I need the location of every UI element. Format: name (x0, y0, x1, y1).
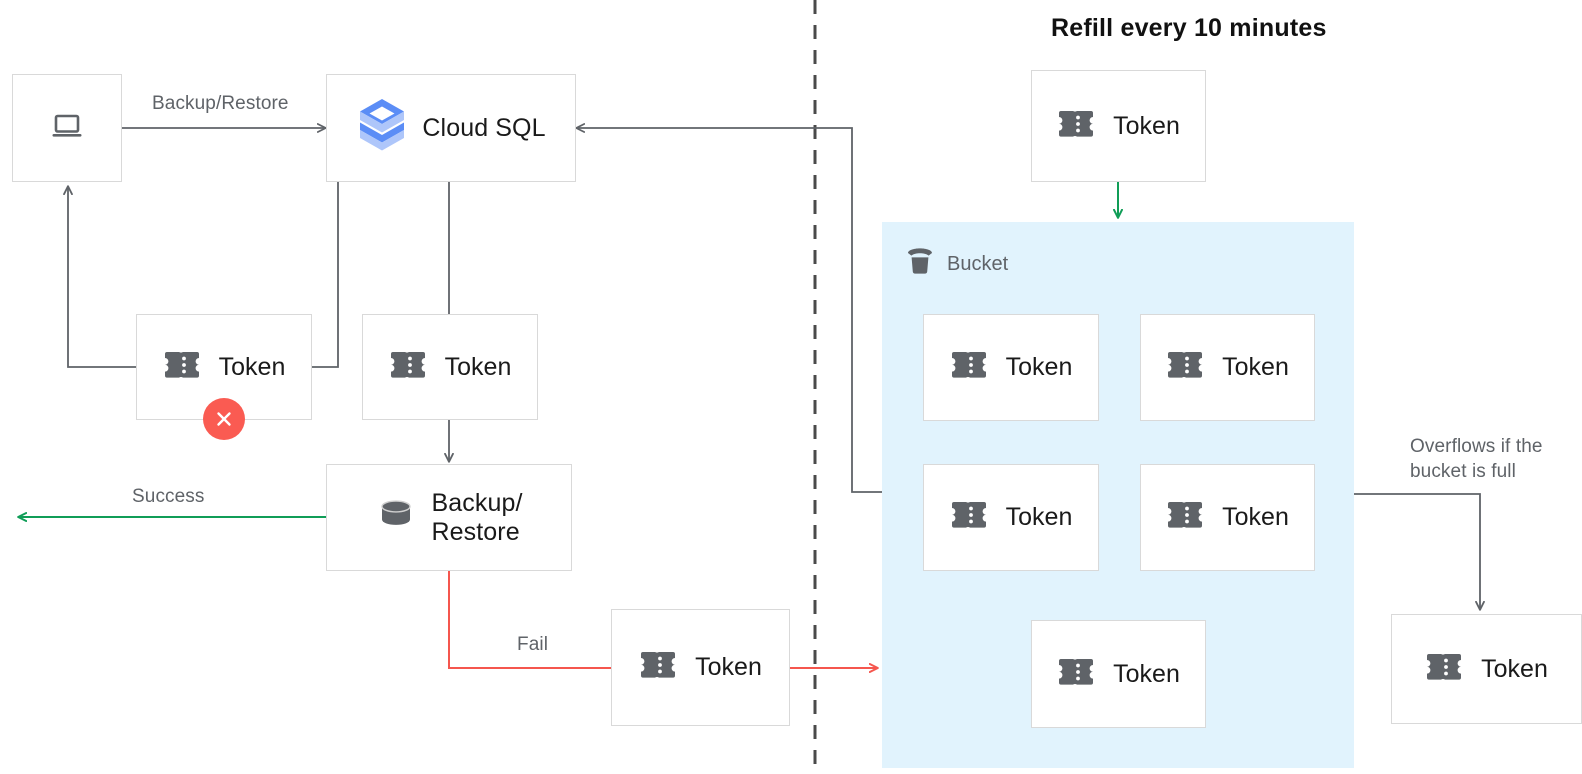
bucket-token-5[interactable]: Token (1031, 620, 1206, 728)
node-backup-restore-label: Backup/ Restore (431, 488, 523, 546)
token-icon (163, 348, 205, 387)
node-client[interactable] (12, 74, 122, 182)
node-token-consumed-label: Token (444, 352, 512, 381)
bucket-token-4[interactable]: Token (1140, 464, 1315, 571)
token-icon (950, 348, 992, 387)
node-token-refill[interactable]: Token (1031, 70, 1206, 182)
edge-fail (448, 571, 611, 669)
token-icon (1425, 650, 1467, 689)
laptop-icon (45, 104, 89, 153)
x-badge (203, 398, 245, 440)
token-icon (389, 348, 431, 387)
token-icon (1166, 498, 1208, 537)
page-title: Refill every 10 minutes (1051, 14, 1327, 42)
edge-label-backup-restore: Backup/Restore (152, 93, 289, 114)
edge-label-fail: Fail (517, 634, 549, 655)
node-token-overflow[interactable]: Token (1391, 614, 1582, 724)
bucket-tag: Bucket (903, 245, 1008, 284)
node-token-overflow-label: Token (1481, 654, 1548, 683)
node-token-consumed[interactable]: Token (362, 314, 538, 420)
bucket-token-3[interactable]: Token (923, 464, 1099, 571)
database-icon (375, 495, 417, 540)
bucket-tag-label: Bucket (947, 253, 1009, 275)
bucket-token-2-label: Token (1222, 353, 1289, 381)
node-token-rejected-label: Token (218, 352, 286, 381)
node-cloud-sql-label: Cloud SQL (422, 113, 546, 142)
edge-overflow (1354, 493, 1485, 611)
token-icon (1057, 107, 1099, 146)
close-icon (217, 412, 231, 426)
bucket-token-2[interactable]: Token (1140, 314, 1315, 421)
bucket-token-4-label: Token (1222, 503, 1289, 531)
edge-bucket-to-cloudsql (575, 123, 882, 493)
node-cloud-sql[interactable]: Cloud SQL (326, 74, 576, 182)
node-token-fail[interactable]: Token (611, 609, 790, 726)
bucket-token-1-label: Token (1005, 353, 1073, 381)
node-token-refill-label: Token (1113, 111, 1180, 140)
bucket-token-1[interactable]: Token (923, 314, 1099, 421)
bucket-icon (903, 245, 937, 284)
node-backup-restore[interactable]: Backup/ Restore (326, 464, 572, 571)
bucket-token-3-label: Token (1005, 503, 1073, 531)
token-icon (950, 498, 992, 537)
edge-label-overflow: Overflows if the bucket is full (1410, 436, 1543, 482)
token-icon (1057, 655, 1099, 694)
bucket-token-5-label: Token (1113, 659, 1180, 688)
node-token-fail-label: Token (695, 653, 762, 681)
cloud-sql-icon (356, 97, 408, 160)
edge-label-success: Success (132, 486, 205, 507)
token-icon (1166, 348, 1208, 387)
token-icon (639, 648, 681, 687)
